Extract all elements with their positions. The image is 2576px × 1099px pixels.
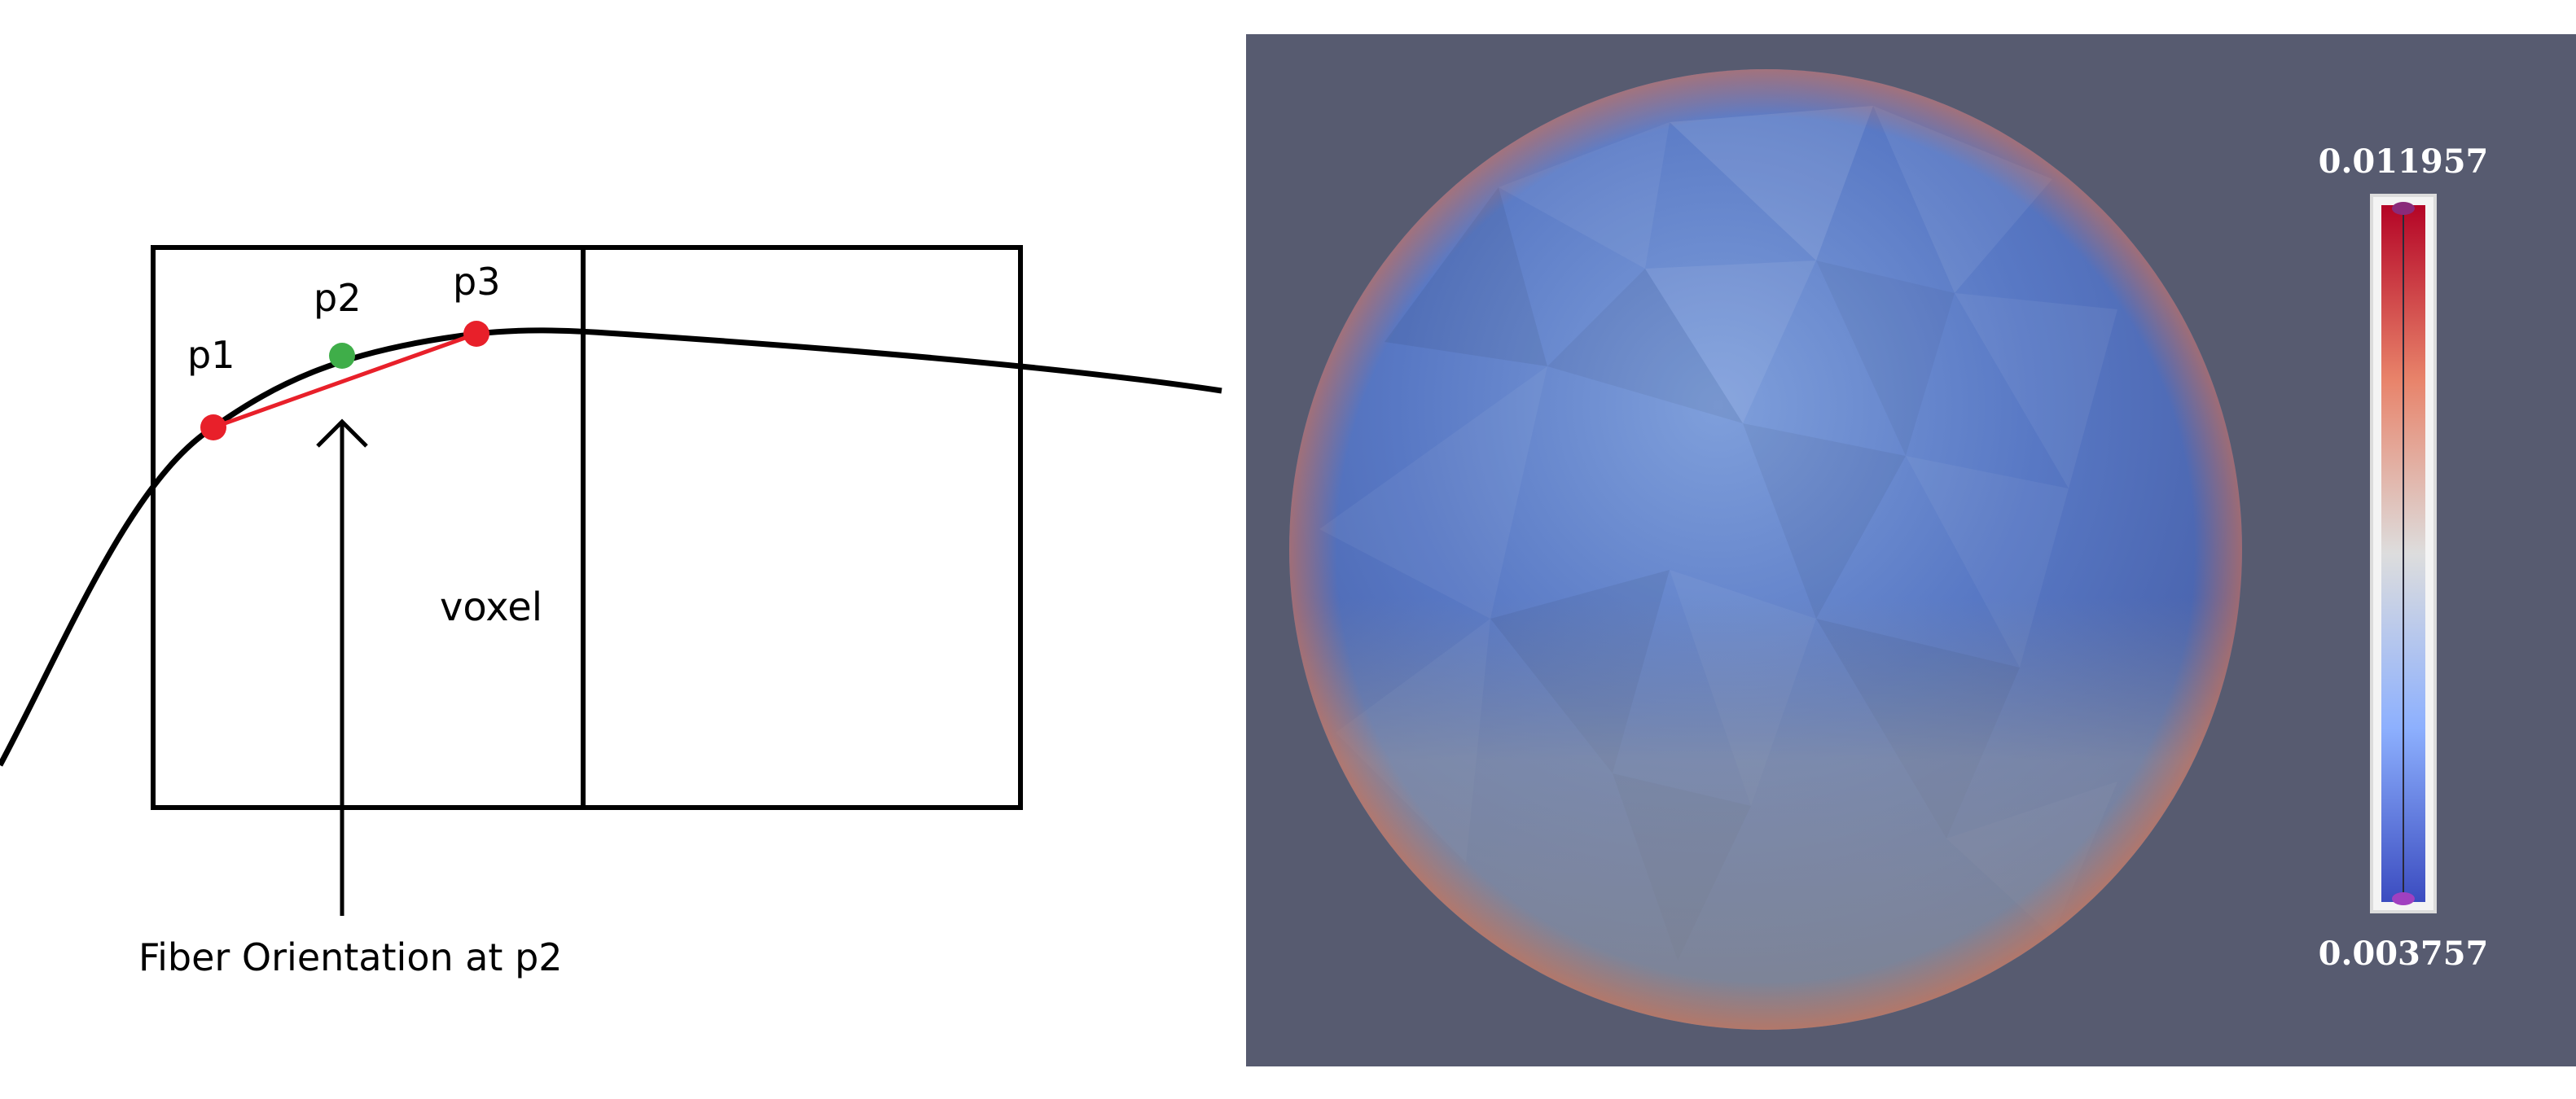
caption-fiber-orientation: Fiber Orientation at p2: [138, 935, 563, 979]
point-p1: [200, 414, 226, 440]
voxel-box-right: [581, 245, 1023, 810]
label-p1: p1: [187, 333, 235, 377]
colorbar-min-marker: [2392, 892, 2415, 905]
colorbar: 0.011957 0.003757: [2319, 142, 2489, 973]
colorbar-max-marker: [2392, 202, 2415, 215]
voxel-label: voxel: [440, 585, 542, 630]
label-p3: p3: [453, 260, 500, 304]
fiber-curve: [0, 327, 1222, 767]
shaded-sphere: [1289, 69, 2242, 1030]
point-p3: [463, 321, 489, 347]
colorbar-max-label: 0.011957: [2319, 142, 2489, 181]
sphere-render-panel: 0.011957 0.003757: [1246, 34, 2576, 1066]
label-p2: p2: [314, 276, 361, 320]
colorbar-min-label: 0.003757: [2319, 935, 2489, 973]
point-p2: [329, 343, 355, 369]
fiber-voxel-diagram: p1 p2 p3 voxel Fiber Orientation at p2: [0, 245, 1222, 979]
orientation-chord: [213, 331, 477, 430]
caption-arrow-head: [316, 418, 368, 448]
